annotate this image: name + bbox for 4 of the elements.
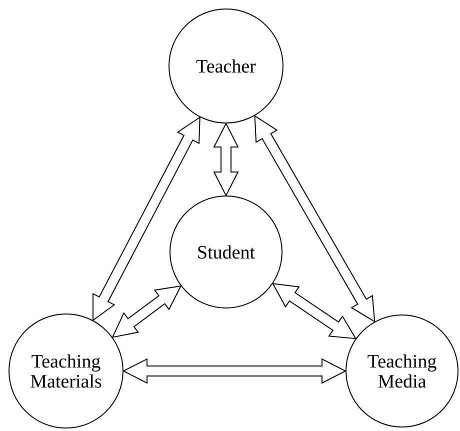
circle-node: Teacher — [168, 8, 284, 124]
circle-node: Teaching Media — [346, 314, 458, 428]
circle-node: Student — [170, 196, 282, 308]
circle-node: Teaching Materials — [8, 314, 124, 428]
